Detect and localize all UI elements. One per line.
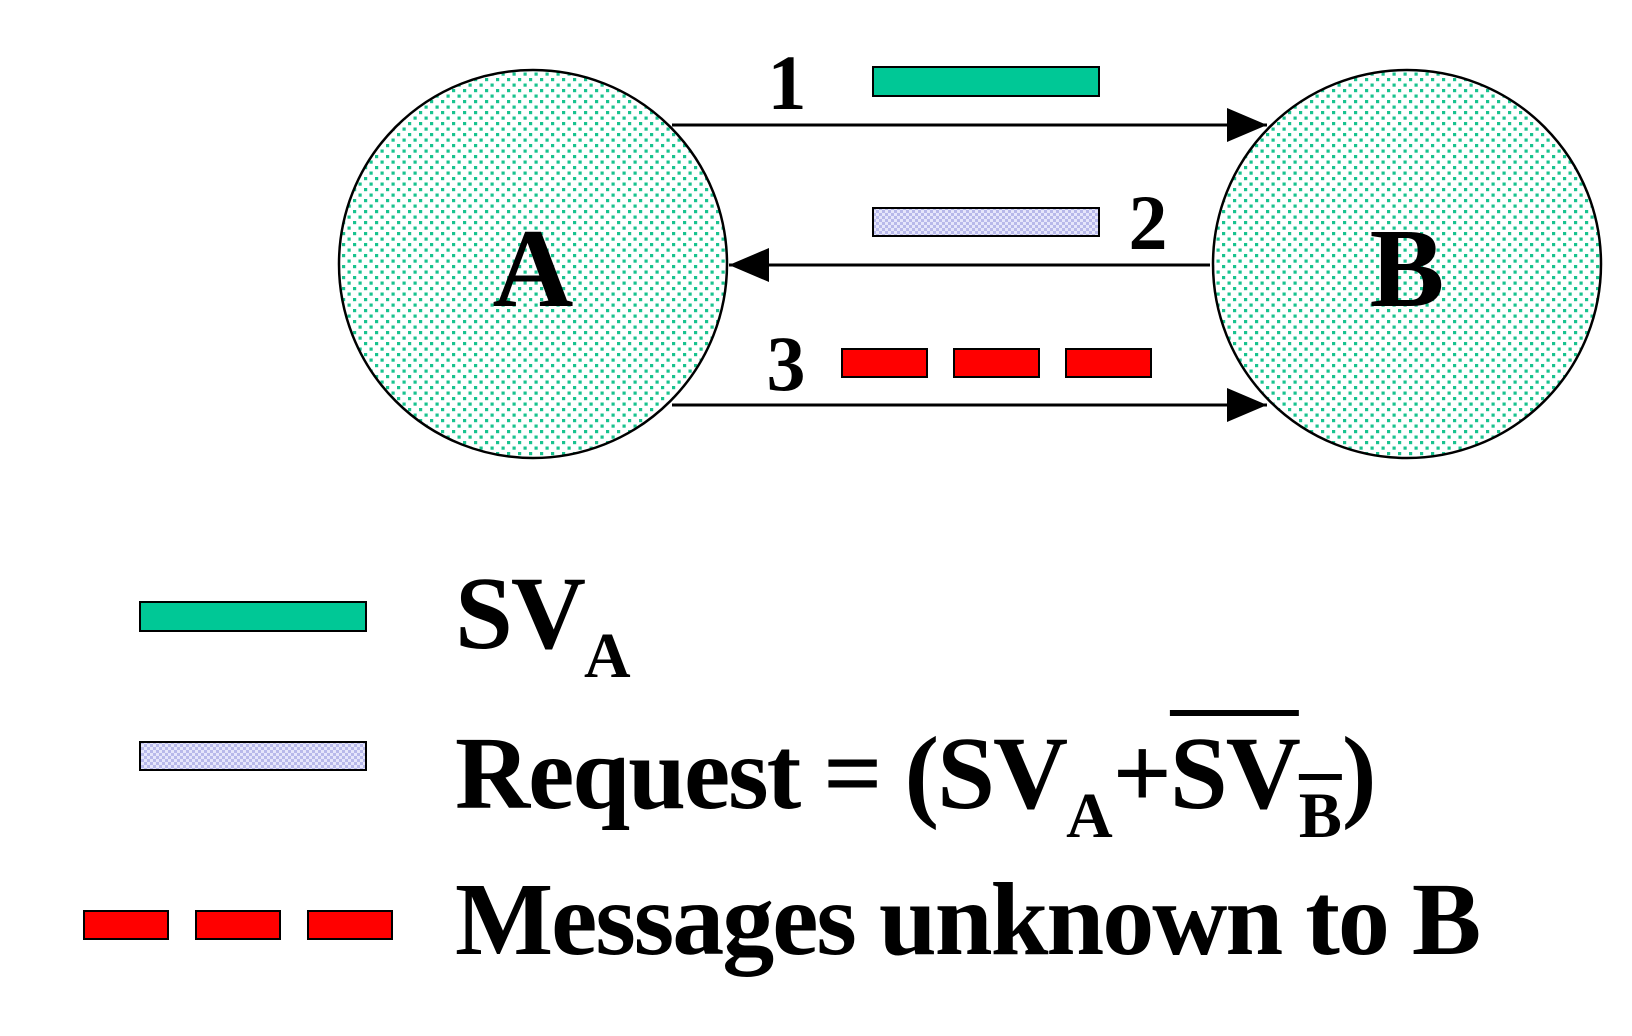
legend-message-swatch-2 — [195, 910, 281, 940]
step-2-request-bar — [872, 207, 1100, 237]
step-2-number: 2 — [1129, 179, 1168, 266]
legend-request-swatch — [139, 741, 367, 771]
legend-request-svb-sub: B — [1298, 780, 1342, 852]
legend-message-swatch-1 — [83, 910, 169, 940]
step-3-message-bar-3 — [1065, 348, 1152, 378]
legend-request-prefix: Request = ( — [455, 716, 939, 831]
legend-messages-label: Messages unknown to B — [455, 862, 1481, 977]
legend-sv-swatch — [139, 601, 367, 632]
node-b-label: B — [1370, 207, 1445, 331]
legend-request-plus: + — [1112, 716, 1172, 831]
legend-sv-main: SV — [455, 556, 586, 671]
legend-sv-sub: A — [583, 620, 631, 692]
step-3-message-bar-2 — [953, 348, 1040, 378]
node-a-label: A — [493, 207, 574, 331]
step-3-number: 3 — [767, 320, 806, 407]
legend-message-swatch-3 — [307, 910, 393, 940]
legend-request-suffix: ) — [1341, 716, 1377, 831]
legend-sv-label: SVA — [455, 562, 631, 689]
node-a-circle — [337, 68, 729, 460]
legend-request-svb-main: SV — [1169, 716, 1301, 831]
step-3-message-bar-1 — [841, 348, 928, 378]
legend-request-sva-sub: A — [1066, 780, 1113, 852]
step-1-number: 1 — [768, 39, 807, 126]
legend-request-sva-main: SV — [937, 716, 1068, 831]
node-b-circle — [1211, 68, 1603, 460]
legend-request-svb-overlined: SVB — [1169, 716, 1342, 848]
legend-request-label: Request = (SVA+SVB) — [455, 722, 1376, 852]
step-1-sv-bar — [872, 66, 1100, 97]
